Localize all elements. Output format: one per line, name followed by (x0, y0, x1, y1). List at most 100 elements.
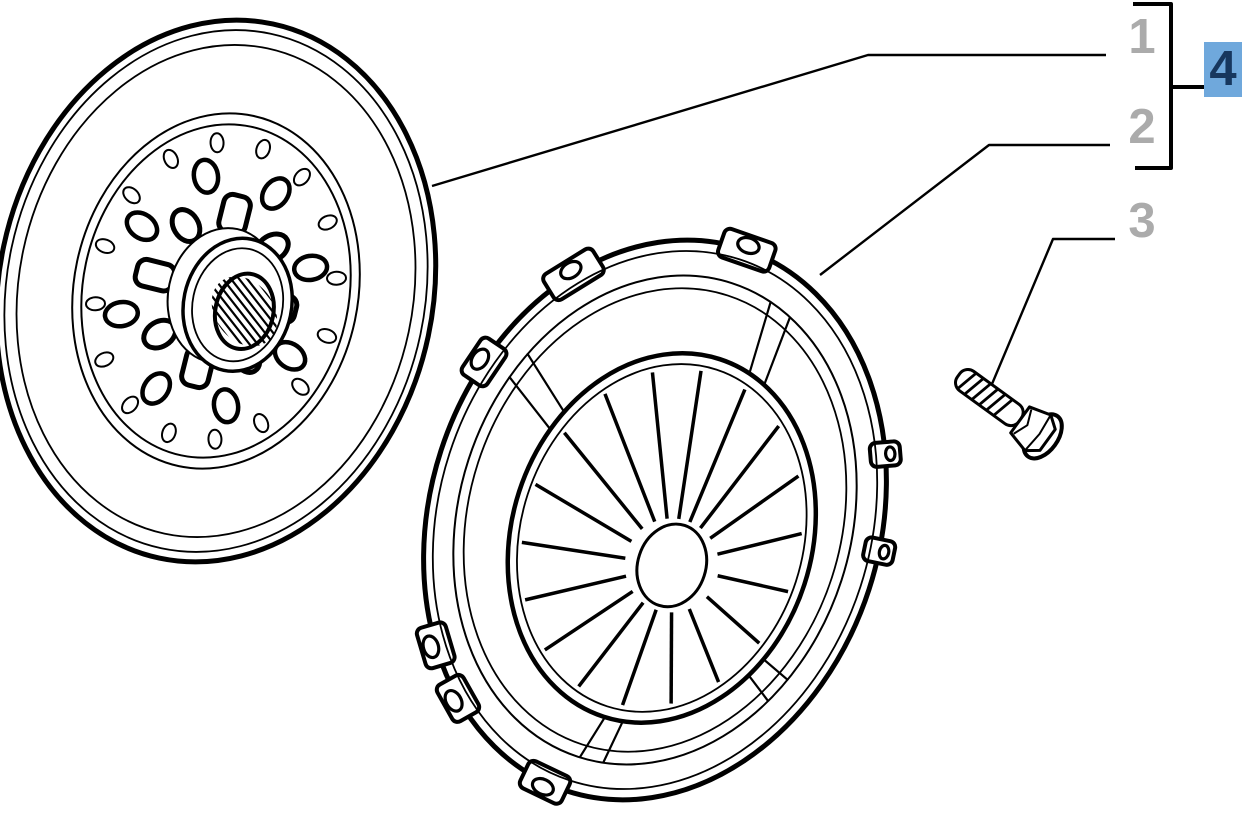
rivet-hole (317, 214, 338, 231)
cover-ring-inner (462, 287, 848, 753)
rivet-hole (94, 351, 115, 368)
diaphragm-finger (677, 370, 703, 520)
diaphragm-finger (620, 609, 658, 706)
lug-bolt-hole (421, 634, 441, 660)
thread-ridge (956, 372, 978, 391)
rivet-hole-oval (160, 422, 177, 444)
damper-oval (291, 253, 330, 283)
diaphragm-finger (524, 574, 627, 602)
clutch-disc (0, 17, 439, 565)
damper-oval (102, 299, 141, 329)
mounting-lug (715, 226, 778, 274)
damper-oval-hole (259, 176, 292, 211)
leader-line-1 (431, 53, 1106, 188)
rivet-hole-oval (121, 395, 140, 415)
strap-slot-line (526, 352, 566, 413)
lug-bolt-hole (877, 543, 891, 561)
diaphragm-finger (563, 431, 644, 530)
kit-group-bracket (1133, 2, 1204, 170)
rivet-hole-oval (162, 148, 179, 169)
diaphragm-finger (577, 601, 645, 688)
diaphragm-finger (709, 474, 800, 540)
strap-slot-line (748, 301, 772, 374)
rivet-hole-oval (326, 270, 347, 286)
damper-oval (211, 387, 241, 425)
strap-slot-line (762, 658, 789, 682)
damper-oval-hole (124, 210, 160, 243)
strap-slot-line (578, 716, 606, 759)
thread-ridge (978, 387, 999, 406)
rivet-hole (292, 167, 311, 187)
rivet-hole-oval (253, 413, 270, 434)
rivet-hole (207, 428, 223, 450)
diaphragm-finger (669, 612, 674, 704)
rivet-hole-oval (122, 186, 141, 205)
rivet-hole (326, 270, 347, 286)
damper-oval (191, 157, 221, 195)
rivet-hole (291, 377, 310, 396)
thread-ridge (985, 393, 1007, 412)
lug-bolt-hole (530, 776, 555, 797)
thread-ridge (963, 377, 985, 396)
strap-slot-line (602, 720, 624, 764)
diaphragm-finger (687, 608, 721, 683)
diaphragm-finger (543, 589, 634, 652)
disc-facing-inner-line (15, 44, 417, 538)
thread-ridge (970, 382, 992, 401)
strap-slot-line (747, 674, 770, 703)
rivet-hole-oval (316, 328, 338, 344)
strap-slot-line (763, 316, 792, 386)
lug-bolt-hole (469, 347, 491, 371)
part-callout-2[interactable]: 2 (1128, 100, 1156, 154)
mounting-lug (434, 672, 482, 724)
cover-ring-outer (452, 274, 858, 766)
rivet-hole (122, 186, 141, 205)
rivet-hole-oval (291, 377, 310, 396)
rivet-hole-oval (209, 132, 225, 154)
rivet-hole (316, 328, 338, 344)
rivet-hole (160, 422, 177, 444)
diaphragm-finger (717, 531, 803, 556)
mounting-lug (867, 439, 903, 469)
release-bearing-hole (635, 522, 709, 609)
diaphragm-finger (699, 424, 781, 530)
rivet-hole-oval (94, 238, 116, 254)
part-callout-4-selected[interactable]: 4 (1204, 42, 1242, 97)
diaphragm-finger (650, 372, 669, 519)
rivet-hole-oval (94, 351, 115, 368)
lug-bolt-hole (884, 445, 897, 463)
mounting-lug (414, 620, 457, 671)
diaphragm-finger (688, 388, 747, 523)
rivet-hole-oval (292, 167, 311, 187)
damper-oval-hole (191, 157, 221, 195)
part-callout-3[interactable]: 3 (1128, 194, 1156, 248)
rivet-hole (162, 148, 179, 169)
mounting-lug (459, 335, 509, 389)
diaphragm-finger (705, 595, 761, 645)
rivet-hole-oval (207, 428, 223, 450)
damper-oval-hole (211, 387, 241, 425)
spring-outer-line (516, 363, 808, 713)
damper-oval-hole (140, 371, 173, 406)
strap-slot-line (508, 375, 552, 430)
spline-line (207, 280, 266, 355)
flange-bolt (954, 367, 1064, 461)
diaphragm-finger (521, 540, 626, 560)
bore-outline (212, 271, 276, 352)
rivet-hole (121, 395, 140, 415)
cover-rim-line (431, 250, 879, 790)
hex-facet-lines (1013, 409, 1052, 451)
leader-line-3 (990, 237, 1115, 385)
diaphragm-finger (534, 482, 633, 543)
rivet-hole (209, 132, 225, 154)
rivet-hole (253, 413, 270, 434)
diaphragm-finger (603, 393, 657, 523)
damper-oval-hole (291, 253, 330, 283)
damper-oval-hole (102, 299, 141, 329)
diaphragm-finger (717, 574, 789, 594)
lug-bolt-hole (443, 689, 464, 713)
pressure-plate (414, 226, 903, 806)
part-callout-1[interactable]: 1 (1128, 10, 1156, 64)
